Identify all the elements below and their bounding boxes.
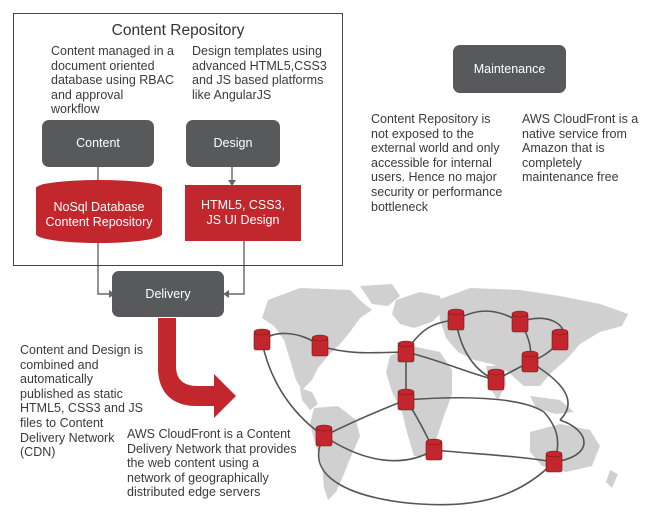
nosql-database-cylinder: NoSql Database Content Repository (36, 180, 162, 244)
map-australia (530, 424, 600, 472)
edge-server-icon (511, 310, 529, 333)
world-map (262, 284, 628, 500)
edge-server-icon (521, 350, 539, 373)
edge-server-icon (487, 368, 505, 391)
edge-server-icon (545, 450, 563, 473)
repository-security-note: Content Repository is not exposed to the… (371, 112, 503, 214)
cloudfront-maintenance-note: AWS CloudFront is a native service from … (522, 112, 639, 185)
map-south-america (310, 406, 360, 500)
edge-server-icon (447, 308, 465, 331)
map-asia (438, 288, 628, 386)
edge-server-icon (397, 340, 415, 363)
delivery-box: Delivery (112, 271, 224, 317)
content-box: Content (42, 120, 154, 167)
map-central-america (300, 388, 318, 410)
edge-server-icon (397, 388, 415, 411)
edge-server-icon (551, 328, 569, 351)
database-icon (36, 180, 162, 243)
content-repository-title: Content Repository (111, 22, 245, 39)
content-description: Content managed in a document oriented d… (51, 44, 175, 117)
publish-note: Content and Design is combined and autom… (20, 343, 143, 460)
flow-arrows (97, 167, 245, 295)
edge-servers (253, 308, 569, 473)
edge-server-icon (425, 438, 443, 461)
design-description: Design templates using advanced HTML5,CS… (192, 44, 327, 102)
content-repository-frame (13, 13, 343, 266)
map-europe (392, 292, 444, 328)
edge-server-icon (311, 334, 329, 357)
publish-arrow-icon (158, 318, 236, 418)
map-africa (386, 346, 452, 456)
maintenance-box: Maintenance (453, 45, 566, 93)
map-new-zealand (606, 470, 618, 488)
edge-server-icon (253, 328, 271, 351)
edge-server-icon (315, 424, 333, 447)
map-greenland (360, 284, 400, 306)
cdn-note: AWS CloudFront is a Content Delivery Net… (127, 427, 297, 500)
design-box: Design (186, 120, 280, 167)
html5-ui-design-box: HTML5, CSS3, JS UI Design (185, 185, 301, 241)
